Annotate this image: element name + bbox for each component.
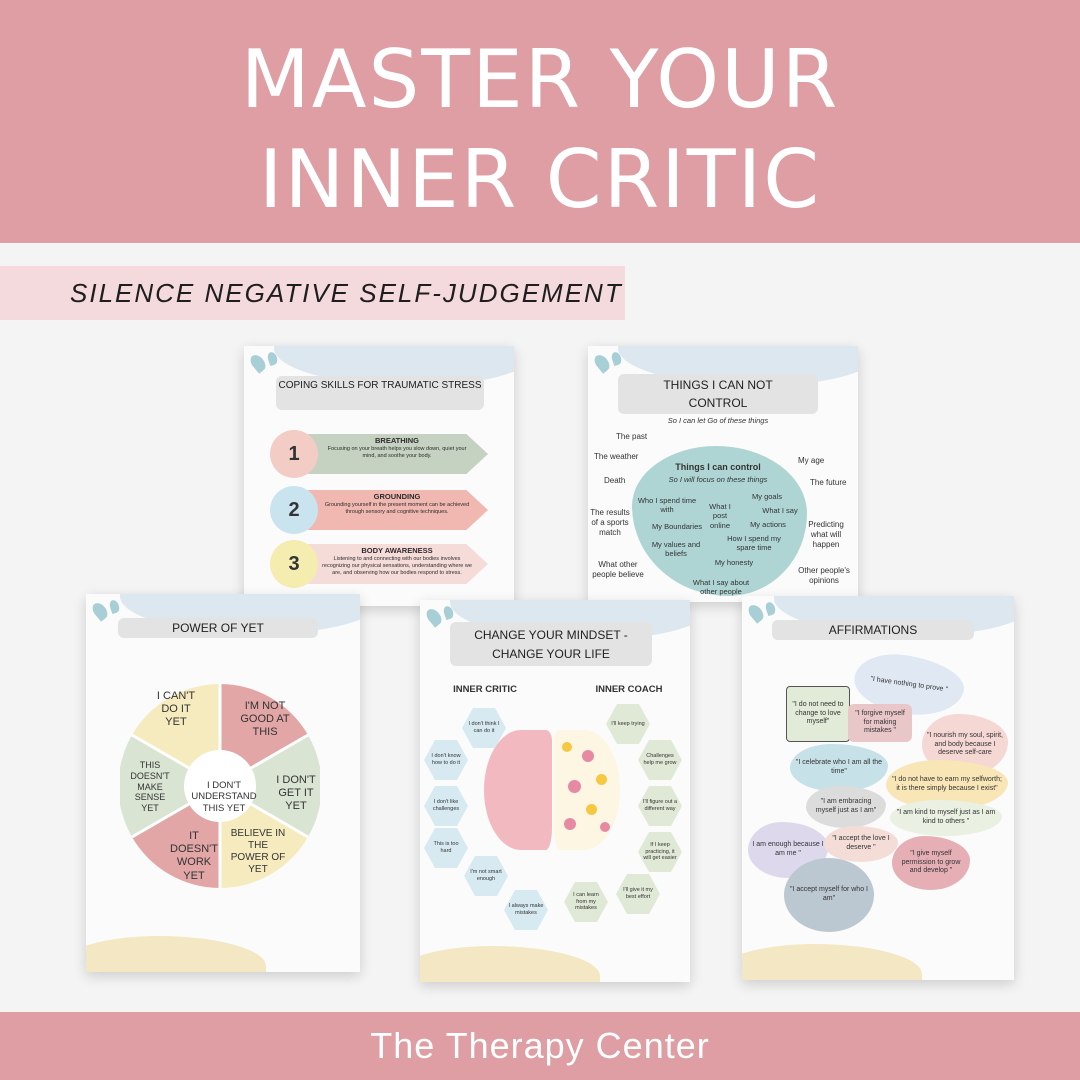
mindset-sheet: CHANGE YOUR MINDSET - CHANGE YOUR LIFE I…: [420, 600, 690, 982]
banner-title-line-2: INNER CRITIC: [258, 133, 822, 226]
coping-number: 2: [270, 486, 318, 534]
coping-item-1: 1 BREATHING Focusing on your breath help…: [270, 430, 488, 478]
inner-critic-label: INNER CRITIC: [453, 684, 517, 695]
control-blob: [632, 446, 807, 596]
yet-title: POWER OF YET: [118, 618, 318, 638]
critic-hex: I don't think I can do it: [462, 708, 506, 748]
critic-hex: I'm not smart enough: [464, 856, 508, 896]
critic-hex: This is too hard: [424, 828, 468, 868]
power-of-yet-sheet: POWER OF YET I DON'T UNDERSTAND THIS YET…: [86, 594, 360, 972]
control-title: THINGS I CAN NOT CONTROL: [618, 374, 818, 414]
coach-hex: Challenges help me grow: [638, 740, 682, 780]
coping-skills-sheet: COPING SKILLS FOR TRAUMATIC STRESS 1 BRE…: [244, 346, 514, 606]
subtitle-strip: SILENCE NEGATIVE SELF-JUDGEMENT: [0, 266, 625, 320]
coach-hex: If I keep practicing, it will get easier: [638, 832, 682, 872]
coping-number: 3: [270, 540, 318, 588]
affirmations-sheet: AFFIRMATIONS "I have nothing to prove " …: [742, 596, 1014, 980]
coach-hex: I'll figure out a different way: [638, 786, 682, 826]
header-banner: MASTER YOUR INNER CRITIC: [0, 0, 1080, 243]
yet-puzzle-wheel: [120, 684, 320, 888]
coach-hex: I can learn from my mistakes: [564, 882, 608, 922]
control-sheet: THINGS I CAN NOT CONTROL So I can let Go…: [588, 346, 858, 602]
affirmations-title: AFFIRMATIONS: [772, 620, 974, 640]
yet-center-label: I DON'T UNDERSTAND THIS YET: [191, 780, 257, 814]
mindset-title: CHANGE YOUR MINDSET - CHANGE YOUR LIFE: [450, 622, 652, 666]
footer-brand: The Therapy Center: [0, 1012, 1080, 1080]
critic-hex: I always make mistakes: [504, 890, 548, 930]
coping-title: COPING SKILLS FOR TRAUMATIC STRESS: [276, 376, 484, 410]
critic-hex: I don't like challenges: [424, 786, 468, 826]
brain-icon: [484, 730, 620, 850]
control-subtitle: So I can let Go of these things: [667, 416, 769, 425]
banner-title-line-1: MASTER YOUR: [240, 33, 840, 126]
coping-item-2: 2 GROUNDING Grounding yourself in the pr…: [270, 486, 488, 534]
critic-hex: I don't know how to do it: [424, 740, 468, 780]
yet-segment: [251, 735, 320, 837]
coach-hex: I'll give it my best effort: [616, 874, 660, 914]
coping-item-3: 3 BODY AWARENESS Listening to and connec…: [270, 540, 488, 588]
yet-segment: [120, 735, 189, 837]
water-drops-icon: [591, 350, 634, 376]
inner-coach-label: INNER COACH: [595, 684, 663, 695]
water-drops-icon: [247, 350, 290, 376]
coping-number: 1: [270, 430, 318, 478]
